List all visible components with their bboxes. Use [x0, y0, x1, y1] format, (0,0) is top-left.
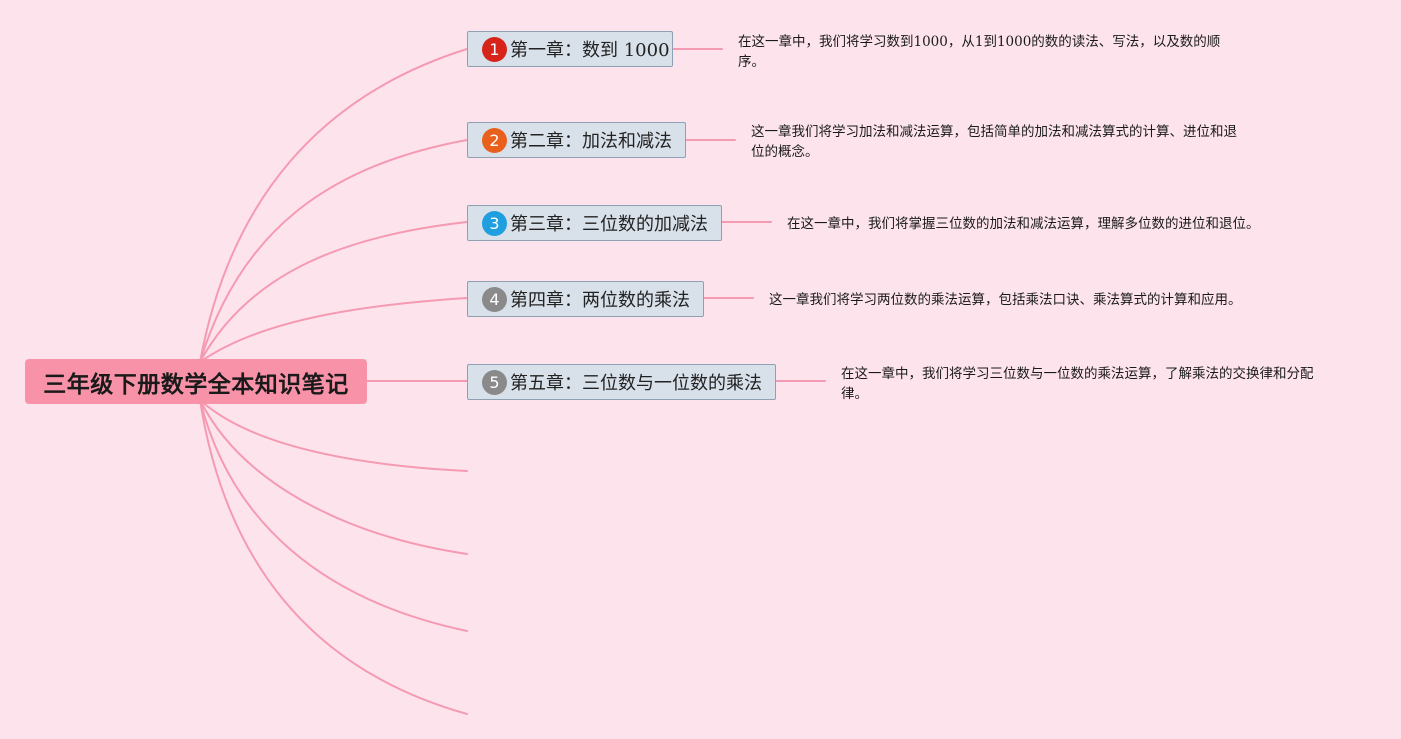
branch-line-1	[199, 48, 468, 363]
number-badge-icon: 3	[482, 210, 507, 236]
chapter-title: 第三章：三位数的加减法	[510, 214, 708, 235]
number-badge-icon: 1	[482, 36, 507, 62]
chapter-title: 第二章：加法和减法	[510, 131, 672, 152]
chapter-title: 第四章：两位数的乘法	[510, 290, 690, 311]
branch-line-6	[199, 399, 468, 472]
chapter-title: 第五章：三位数与一位数的乘法	[510, 373, 762, 394]
branch-line-3	[199, 221, 468, 363]
chapter-node-1[interactable]: 1 第一章：数到 1000	[467, 31, 673, 67]
chapter-title: 第一章：数到 1000	[510, 40, 670, 61]
root-topic[interactable]: 三年级下册数学全本知识笔记	[25, 359, 367, 404]
chapter-node-3[interactable]: 3 第三章：三位数的加减法	[467, 205, 722, 241]
chapter-description-2: 这一章我们将学习加法和减法运算，包括简单的加法和减法算式的计算、进位和退位的概念…	[751, 124, 1237, 160]
chapter-description-3: 在这一章中，我们将掌握三位数的加法和减法运算，理解多位数的进位和退位。	[787, 216, 1260, 232]
chapter-node-5[interactable]: 5 第五章：三位数与一位数的乘法	[467, 364, 776, 400]
root-topic-label: 三年级下册数学全本知识笔记	[43, 371, 349, 398]
number-badge-icon: 2	[482, 127, 507, 153]
branch-line-8	[199, 399, 468, 632]
branch-line-2	[199, 139, 468, 363]
chapter-node-4[interactable]: 4 第四章：两位数的乘法	[467, 281, 704, 317]
chapter-node-2[interactable]: 2 第二章：加法和减法	[467, 122, 686, 158]
number-badge-icon: 5	[482, 369, 507, 395]
branch-line-4	[199, 297, 468, 363]
chapter-description-5: 在这一章中，我们将学习三位数与一位数的乘法运算，了解乘法的交换律和分配律。	[841, 366, 1314, 402]
branch-line-7	[199, 399, 468, 555]
number-badge-icon: 4	[482, 286, 507, 312]
branch-line-9	[199, 399, 468, 715]
chapter-description-4: 这一章我们将学习两位数的乘法运算，包括乘法口诀、乘法算式的计算和应用。	[769, 292, 1242, 308]
chapter-description-1: 在这一章中，我们将学习数到1000，从1到1000的数的读法、写法，以及数的顺序…	[738, 34, 1221, 70]
